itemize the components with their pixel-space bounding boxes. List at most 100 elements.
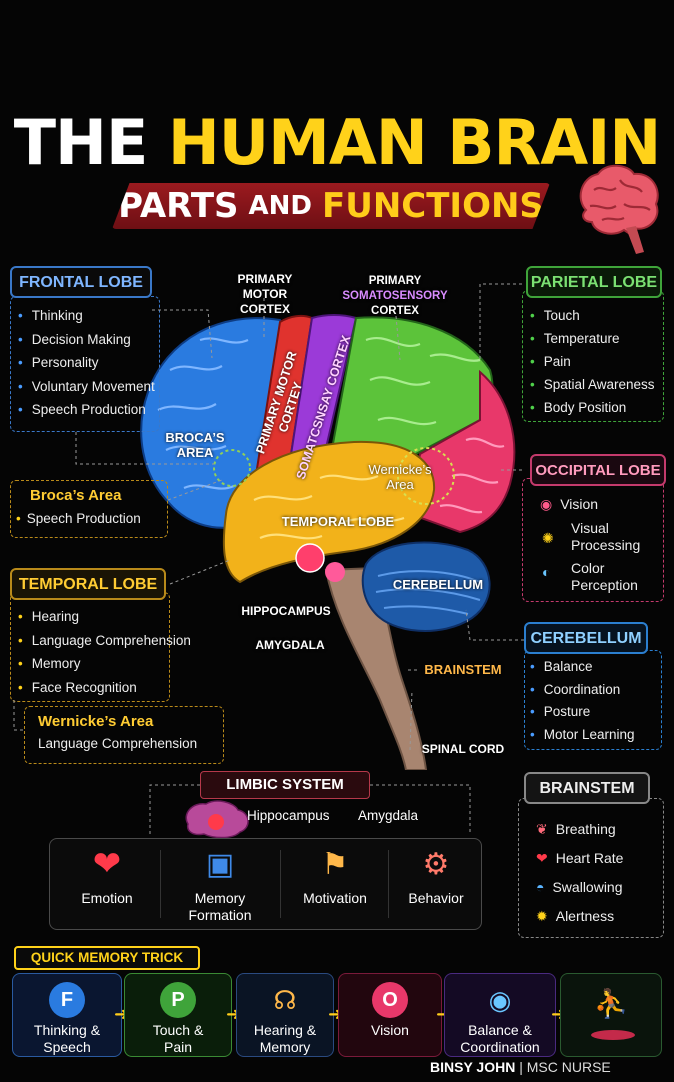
list-item: Speech Production [18,398,155,422]
limbic-hippocampus-label: Hippocampus [247,808,330,823]
throat-icon: ◓ [536,879,545,895]
trick-step-text: Touch & Pain [152,1022,204,1055]
wernicke-area-box [24,706,224,764]
broca-area-item: •Speech Production [16,511,141,526]
frontal-lobe-list: Thinking Decision Making Personality Vol… [18,304,155,422]
list-item: ◓ Swallowing [536,873,623,902]
broca-item-text: Speech Production [26,511,141,526]
occipital-item-vision: ◉Vision [540,496,598,513]
occipital-item-text: Visual Processing [571,520,641,553]
limbic-cell-label: Motivation [303,890,367,906]
brain-illustration [140,314,516,770]
limbic-cell-emotion: ❤ Emotion [55,838,159,930]
subtitle-part2: FUNCTIONS [321,186,544,226]
limbic-functions-card [49,838,482,930]
divider [280,850,281,918]
broca-area-head: Broca’s Area [30,487,122,504]
list-item: ❦ Breathing [536,815,623,844]
list-item: ✹Alertness [536,902,623,931]
cerebellum-head: CEREBELLUM [524,622,648,654]
occipital-lobe-head: OCCIPITAL LOBE [530,454,666,486]
label-somato-line1: PRIMARY [368,275,422,287]
trick-step-frontal: F Thinking & Speech [12,973,122,1057]
trick-step-cerebellum: ◉ Balance & Coordination [444,973,556,1057]
list-item: Motor Learning [530,724,635,747]
label-amygdala: AMYGDALA [255,638,325,652]
author-separator: | [519,1059,523,1075]
limbic-cell-label: Behavior [408,890,464,906]
label-hippocampus: HIPPOCAMPUS [241,604,331,618]
lungs-icon: ❦ [536,821,548,837]
memory-trick-tag: QUICK MEMORY TRICK [14,946,200,970]
label-spinal-cord: SPINAL CORD [421,742,505,756]
wernicke-area-item: Language Comprehension [38,736,198,751]
title-part-yellow: HUMAN BRAIN [167,106,661,179]
lightbulb-icon: ✺ [542,530,554,546]
label-broca-area: BROCA’S AREA [165,430,225,460]
parietal-lobe-list: Touch Temperature Pain Spatial Awareness… [530,304,655,419]
list-item: Touch [530,304,655,327]
occipital-item-color: ◐Color Perception [540,560,650,594]
subtitle-ribbon: PARTS AND FUNCTIONS [112,183,550,229]
list-item: Face Recognition [18,676,191,700]
heart-brain-icon: ❤ [92,844,122,883]
limbic-amygdala-label: Amygdala [358,808,419,823]
balance-disc [591,1030,635,1040]
head-gears-icon: ⚙ [422,847,450,881]
list-item: Coordination [530,679,635,702]
brainstem-item-text: Swallowing [552,879,623,895]
list-item: Thinking [18,304,155,328]
page-title: THE HUMAN BRAIN [0,108,674,178]
trick-step-occipital: O Vision [338,973,442,1057]
divider [388,850,389,918]
trick-step-text: Vision [371,1022,409,1038]
list-item: Hearing [18,605,191,629]
trick-step-temporal: ☊ Hearing & Memory [236,973,334,1057]
frontal-lobe-head: FRONTAL LOBE [10,266,152,298]
limbic-cell-label: Emotion [81,890,133,906]
balance-figure-icon: ⛹ [593,988,629,1019]
list-item: Personality [18,351,155,375]
list-item: Balance [530,656,635,679]
list-item: Body Position [530,396,655,419]
trick-step-parietal: P Touch & Pain [124,973,232,1057]
trick-badge: F [49,982,85,1018]
list-item: Voluntary Movement [18,375,155,399]
brainstem-item-text: Alertness [555,908,615,924]
brainstem-item-text: Breathing [555,821,616,837]
limbic-system-head: LIMBIC SYSTEM [200,771,370,799]
wernicke-area-head: Wernicke’s Area [38,713,154,730]
limbic-cell-motivation: ⚑ Motivation [282,838,388,930]
limbic-cell-memory: ▣ Memory Formation [162,838,278,930]
broca-area-box [10,480,168,538]
trick-step-text: Hearing & Memory [253,1022,317,1055]
occipital-item-text: Vision [560,496,599,512]
temporal-lobe-head: TEMPORAL LOBE [10,568,166,600]
subtitle-part1: PARTS [118,186,239,226]
trick-step-text: Balance & Coordination [460,1022,540,1055]
parietal-lobe-head: PARIETAL LOBE [526,266,662,298]
trick-badge: P [160,982,196,1018]
heartbeat-icon: ❤ [536,850,548,866]
limbic-brain-icon [185,800,249,839]
list-item: Posture [530,701,635,724]
trick-badge: O [372,982,408,1018]
subtitle-and: AND [248,191,312,221]
list-item: Spatial Awareness [530,373,655,396]
occipital-item-text: Color Perception [571,560,638,593]
book-brain-icon: ▣ [205,847,235,881]
label-temporal-lobe: TEMPORAL LOBE [281,514,395,529]
trick-step-text: Thinking & Speech [33,1022,101,1055]
author-credit: BINSY JOHN | MSC NURSE [430,1059,611,1075]
brain-logo-icon [579,164,659,254]
label-brainstem: BRAINSTEM [424,662,502,677]
brainstem-head: BRAINSTEM [524,772,650,804]
label-somato-line3: CORTEX [371,305,419,317]
label-somato-line2: SOMATOSENSORY [342,290,448,302]
list-item: Temperature [530,327,655,350]
cerebellum-list: Balance Coordination Posture Motor Learn… [530,656,635,746]
divider [160,850,161,918]
author-role: MSC NURSE [526,1059,611,1075]
trick-step-brainstem: ⛹ [560,973,662,1057]
